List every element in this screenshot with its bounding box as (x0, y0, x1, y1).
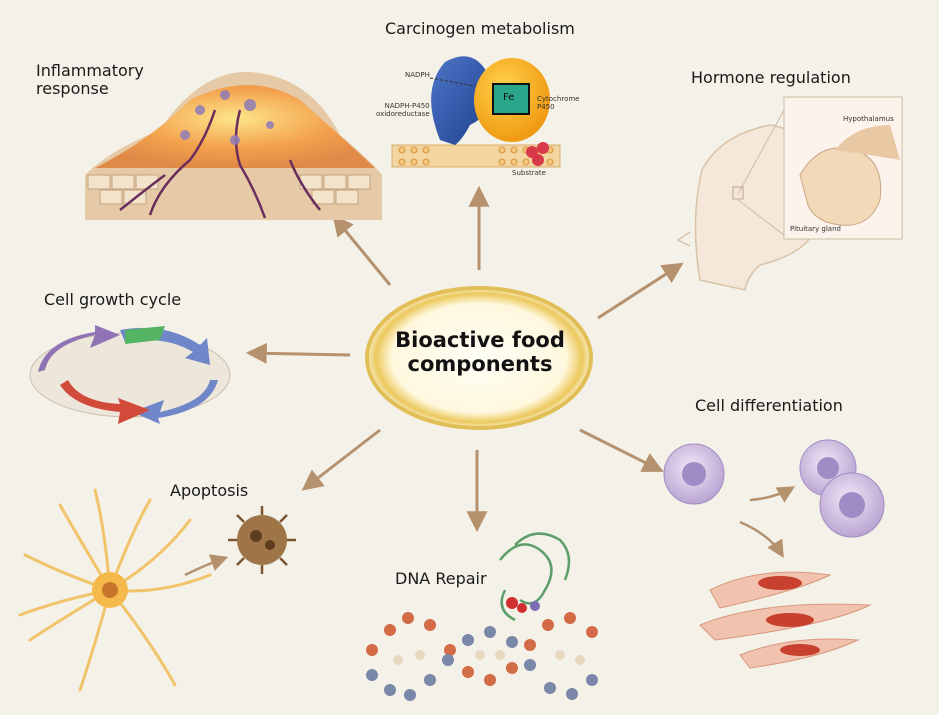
reductase-line1: NADPH-P450 (384, 102, 430, 110)
substrate-label: Substrate (512, 169, 546, 177)
fe-label: Fe (503, 92, 515, 103)
inflammatory-line1: Inflammatory (36, 61, 144, 80)
center-line2: components (407, 352, 553, 377)
cytochrome-line1: Cytochrome (537, 95, 580, 103)
apoptosis-label: Apoptosis (170, 481, 249, 500)
apoptosis-illustration (18, 488, 296, 692)
cytochrome-label: Cytochrome P450 (537, 95, 580, 111)
center-line1: Bioactive food (395, 328, 565, 352)
arrow-to-cell-growth (245, 342, 351, 364)
nadph-label: NADPH (405, 71, 430, 79)
connector-arrows (245, 185, 684, 533)
carcinogen-label: Carcinogen metabolism (385, 19, 575, 38)
inflammatory-label: Inflammatory response (36, 61, 144, 99)
inflammatory-illustration (85, 71, 382, 220)
cell-growth-illustration (29, 325, 231, 424)
center-ellipse (365, 286, 593, 430)
cell-growth-label: Cell growth cycle (44, 290, 182, 309)
arrow-to-inflammatory (332, 214, 392, 286)
cell-diff-label: Cell differentiation (695, 396, 843, 415)
arrow-to-hormone (597, 262, 684, 320)
arrow-to-cell-diff (579, 428, 664, 472)
pituitary-label: Pituitary gland (790, 225, 841, 233)
carcinogen-illustration (391, 56, 561, 168)
dna-illustration (366, 532, 598, 701)
hormone-illustration (676, 96, 903, 291)
dna-label: DNA Repair (395, 569, 487, 588)
hormone-label: Hormone regulation (691, 68, 851, 87)
center-label: Bioactive food components (380, 328, 580, 376)
cell-diff-illustration (663, 439, 885, 669)
reductase-line2: oxidoreductase (376, 109, 430, 118)
reductase-label: NADPH-P450 oxidoreductase (376, 102, 430, 118)
cytochrome-line2: P450 (537, 102, 555, 111)
hypothalamus-label: Hypothalamus (843, 115, 894, 123)
inflammatory-line2: response (36, 79, 109, 99)
arrow-to-apoptosis (301, 428, 381, 491)
